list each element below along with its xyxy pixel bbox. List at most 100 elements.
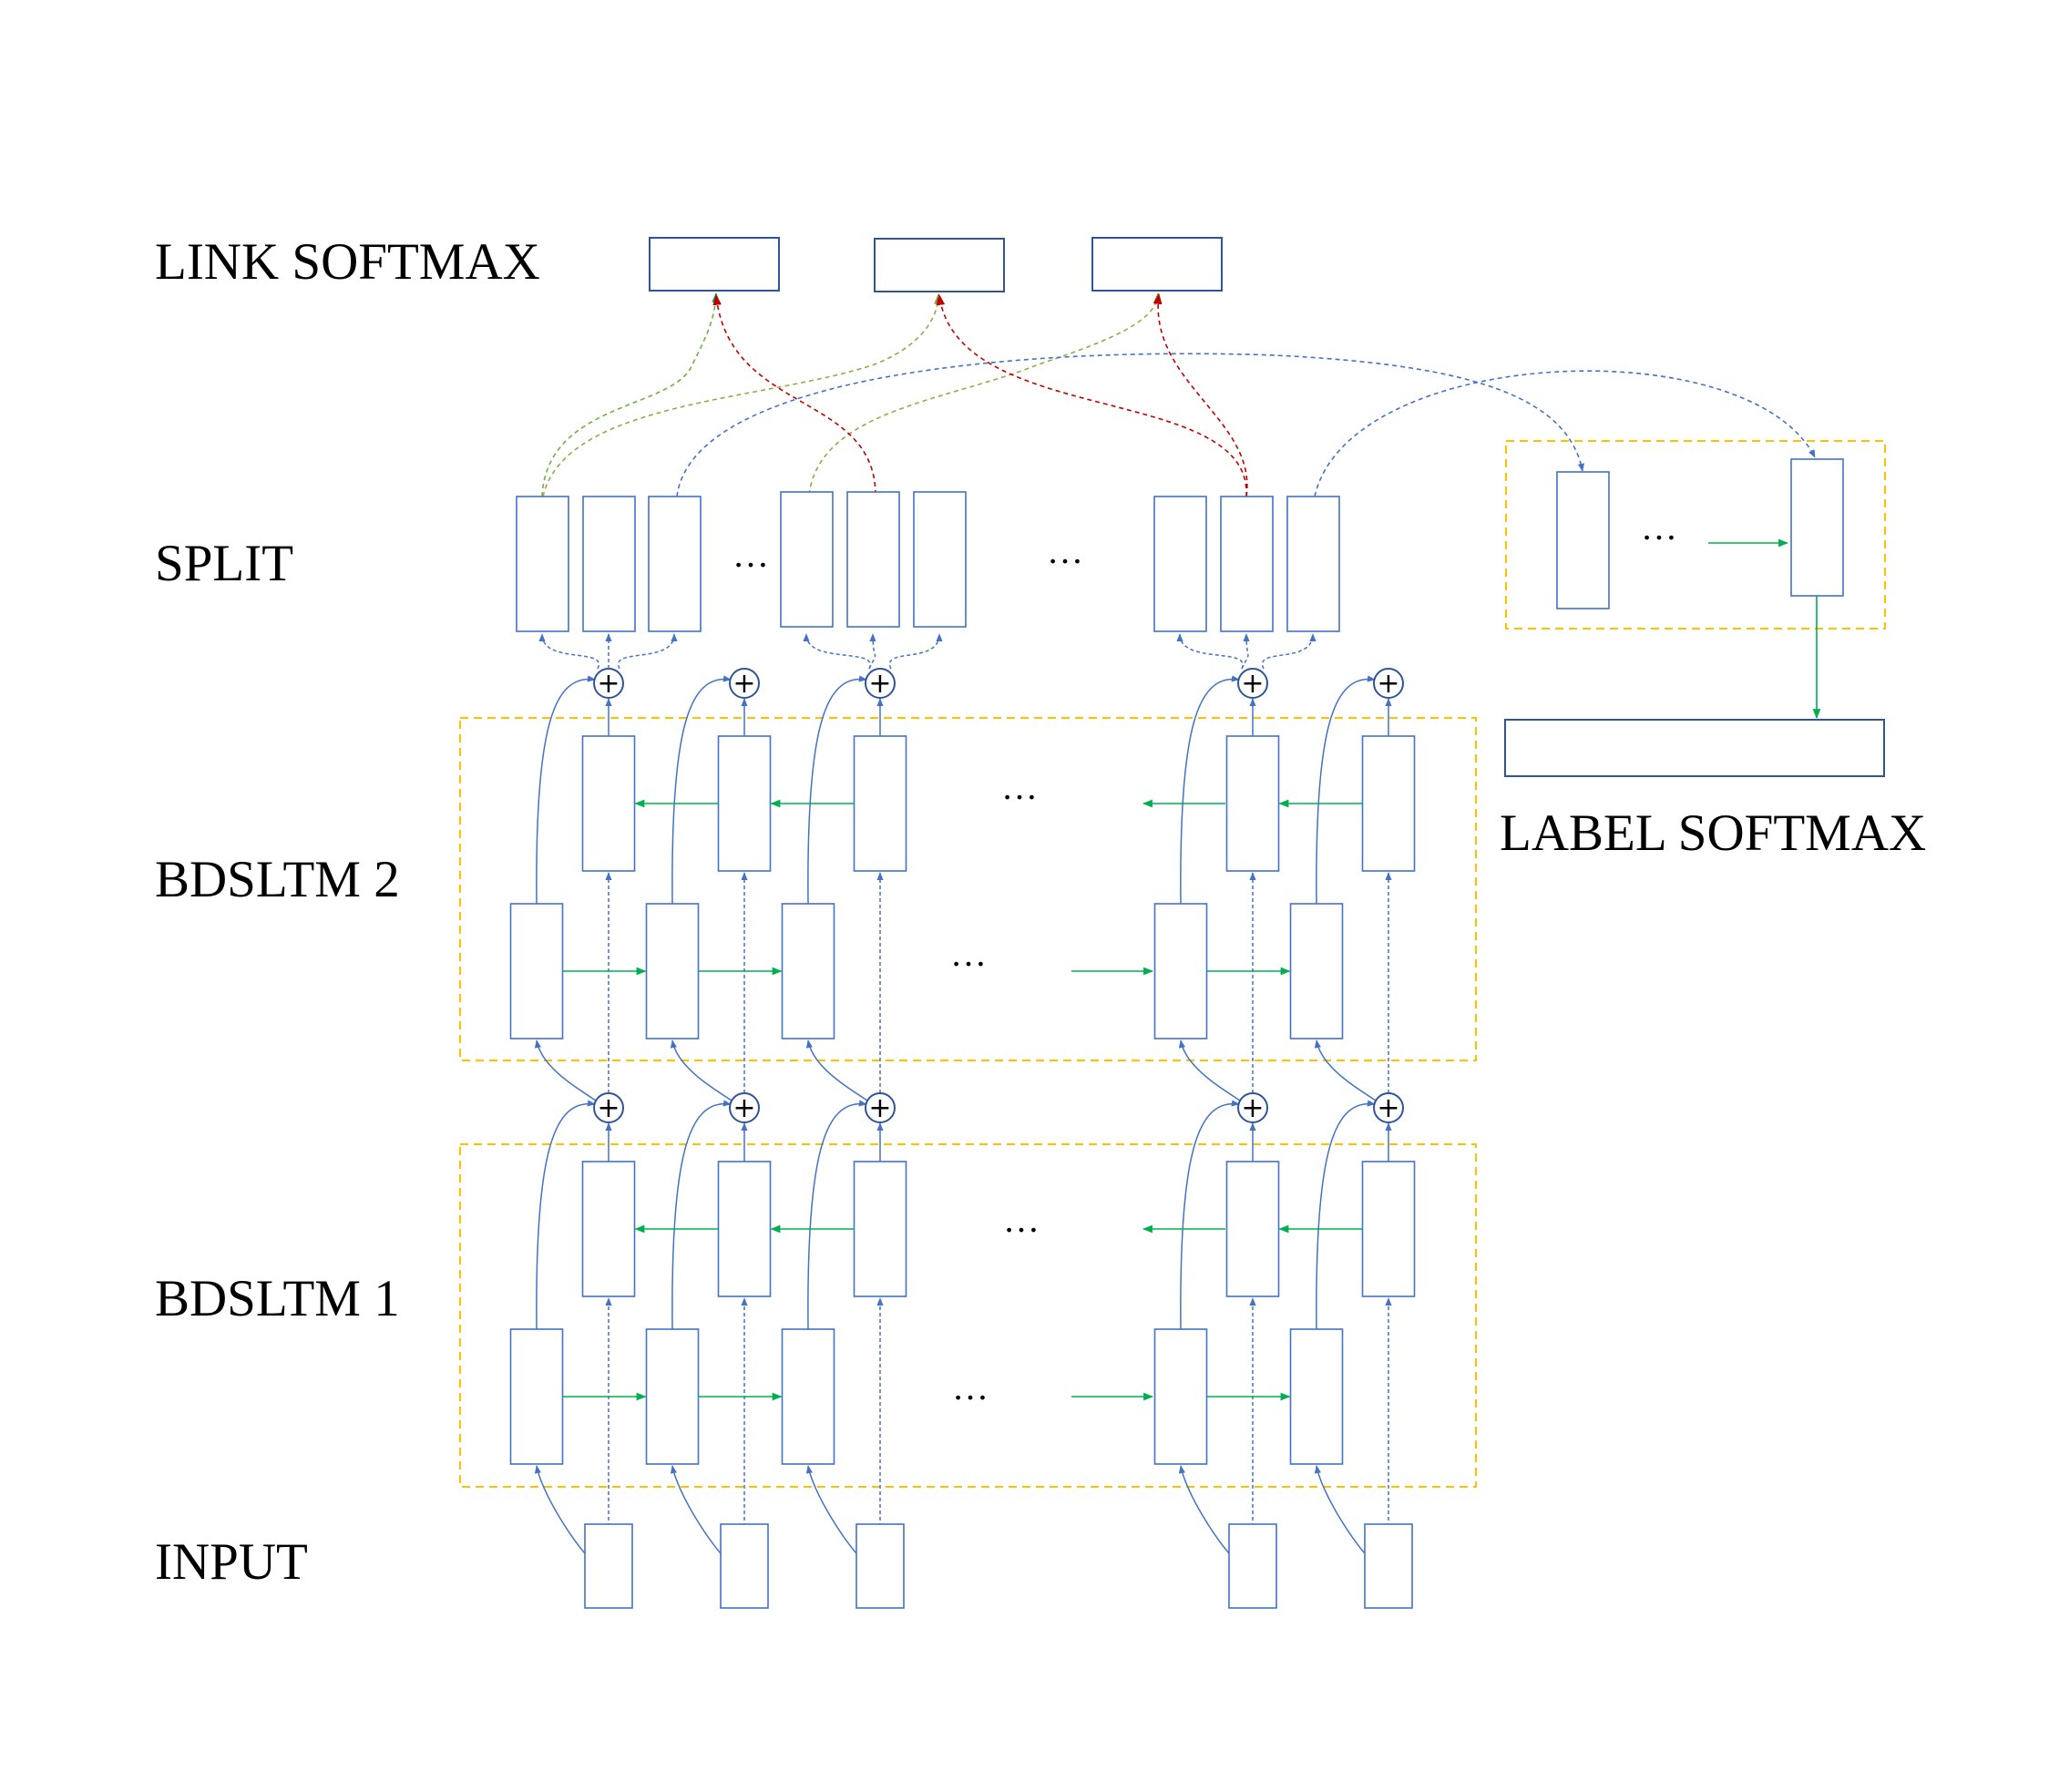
sum-node [865,668,896,699]
forward-to-sum-link [536,1100,596,1330]
sum-node [865,1092,896,1123]
label-split-box [1790,458,1844,597]
backward-lstm-cell [1225,735,1280,872]
ellipsis: … [733,534,769,575]
backward-lstm-cell [1361,1161,1416,1297]
forward-lstm-cell [645,1328,700,1465]
forward-lstm-cell [781,1328,835,1465]
plus-sign: + [597,1092,620,1124]
plus-sign: + [868,668,891,700]
input-to-forward-link [670,1039,733,1101]
forward-lstm-cell [509,903,564,1039]
forward-lstm-cell [509,1328,564,1465]
sum-to-split-link [1176,633,1244,670]
bdsltm-1-frame [459,1143,1477,1488]
split-box [1220,496,1274,632]
plus-sign: + [597,668,620,700]
ellipsis: … [1047,530,1083,571]
split-box [1153,496,1207,632]
backward-lstm-cell [1225,1161,1280,1297]
forward-lstm-cell [1153,903,1208,1039]
forward-to-sum-link [807,675,867,905]
sum-node [1373,668,1404,699]
input-token-box [1364,1523,1413,1609]
link-connections [541,292,1816,497]
sum-to-split-link [888,633,943,670]
ellipsis: … [950,933,987,974]
split-boxes [516,458,1844,632]
input-to-forward-link [534,1039,597,1101]
split-box [582,496,636,632]
backward-lstm-cell [853,1161,907,1297]
label-split-frame [1505,440,1886,630]
sum-to-split-link [1241,633,1250,670]
bdsltm-network: + + + + + + + + + + [509,633,1416,1609]
sum-node [729,1092,760,1123]
input-token-box [855,1523,905,1609]
split-box [516,496,569,632]
label-link-softmax: LINK SOFTMAX [155,233,540,291]
split-box [780,491,834,628]
forward-to-sum-link [1180,675,1240,905]
forward-lstm-cell [1289,1328,1344,1465]
forward-to-sum-link [1316,1100,1376,1330]
backward-lstm-cell [581,1161,636,1297]
forward-lstm-cell [645,903,700,1039]
split-box [648,496,702,632]
label-split-box [1556,471,1610,609]
backward-lstm-cell [717,1161,772,1297]
forward-to-sum-link [536,675,596,905]
sum-node [1237,1092,1268,1123]
plus-sign: + [1377,668,1399,700]
forward-lstm-cell [1289,903,1344,1039]
backward-lstm-cell [853,735,907,872]
ellipsis: … [1001,766,1038,807]
link-softmax-box-1 [649,237,780,292]
link-softmax-box-2 [874,238,1005,292]
sum-node [593,1092,624,1123]
forward-to-sum-link [671,675,732,905]
label-bdsltm-2: BDSLTM 2 [155,851,400,908]
sum-to-split-link [617,633,678,670]
sum-node [1373,1092,1404,1123]
input-token-box [1228,1523,1277,1609]
plus-sign: + [1377,1092,1399,1124]
forward-lstm-cell [781,903,835,1039]
label-softmax-box [1504,719,1885,777]
split-box [846,491,900,628]
input-to-forward-link [1314,1039,1377,1101]
sum-to-split-link [1261,633,1316,670]
plus-sign: + [1241,668,1264,700]
plus-sign: + [1241,1092,1264,1124]
backward-lstm-cell [717,735,772,872]
link-softmax-box-3 [1091,237,1223,292]
input-token-box [584,1523,633,1609]
sum-node [729,668,760,699]
label-input: INPUT [155,1533,308,1591]
backward-lstm-cell [1361,735,1416,872]
sum-to-split-link [868,633,876,670]
input-token-box [720,1523,769,1609]
backward-lstm-cell [581,735,636,872]
forward-to-sum-link [671,1100,732,1330]
split-box [1286,496,1340,632]
plus-sign: + [733,1092,755,1124]
label-split: SPLIT [155,535,293,592]
forward-to-sum-link [807,1100,867,1330]
label-label-softmax: LABEL SOFTMAX [1500,804,1926,862]
input-to-forward-link [1178,1039,1241,1101]
ellipsis: … [1641,507,1677,548]
input-to-forward-link [805,1039,868,1101]
bdsltm-2-frame [459,717,1477,1061]
sum-to-split-link [803,633,871,670]
sum-node [1237,668,1268,699]
forward-to-sum-link [1180,1100,1240,1330]
ellipsis: … [1003,1199,1040,1240]
forward-lstm-cell [1153,1328,1208,1465]
ellipsis: … [952,1367,989,1408]
forward-to-sum-link [1316,675,1376,905]
plus-sign: + [868,1092,891,1124]
split-box [913,491,967,628]
plus-sign: + [733,668,755,700]
